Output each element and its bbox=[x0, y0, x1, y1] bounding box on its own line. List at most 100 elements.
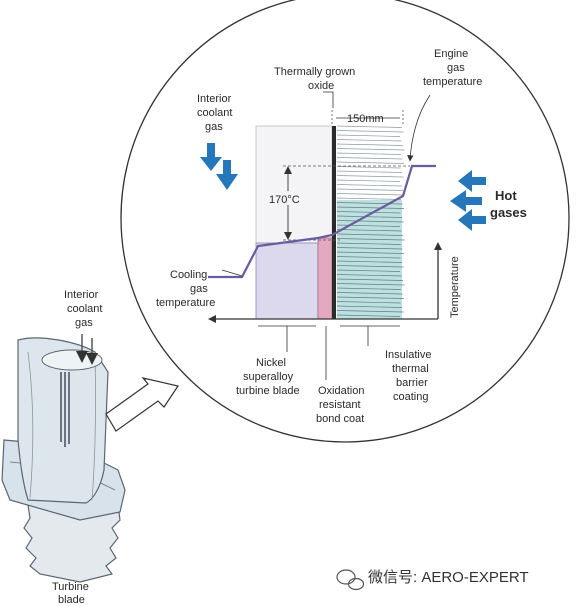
coating-column-line bbox=[336, 161, 405, 164]
thermal-barrier-coating-label: Insulative thermal barrier coating bbox=[385, 349, 431, 403]
svg-text:bond coat: bond coat bbox=[316, 413, 364, 425]
coolant-down-arrows bbox=[200, 143, 238, 190]
coating-column-line bbox=[336, 220, 404, 223]
thermally-grown-oxide-label: Thermally grown oxide bbox=[274, 66, 355, 92]
substrate-upper bbox=[255, 125, 333, 244]
svg-text:superalloy: superalloy bbox=[243, 371, 294, 383]
coating-column-line bbox=[336, 229, 402, 232]
coating-column-line bbox=[336, 301, 401, 304]
coating-column-line bbox=[336, 134, 401, 137]
coating-column-line bbox=[336, 242, 402, 245]
coating-column-line bbox=[336, 260, 403, 263]
temperature-axis-arrow bbox=[434, 242, 442, 250]
coating-column-line bbox=[336, 278, 404, 281]
nickel-superalloy-label: Nickel superalloy turbine blade bbox=[236, 357, 300, 397]
coating-column-line bbox=[336, 292, 403, 295]
coating-column-line bbox=[336, 157, 403, 160]
coating-column-line bbox=[336, 175, 404, 178]
svg-text:gases: gases bbox=[490, 205, 527, 220]
svg-text:gas: gas bbox=[75, 317, 93, 329]
svg-text:coating: coating bbox=[393, 391, 428, 403]
coating-column-line bbox=[336, 130, 404, 133]
svg-text:turbine blade: turbine blade bbox=[236, 385, 300, 397]
coating-column-line bbox=[336, 247, 403, 250]
svg-text:Hot: Hot bbox=[495, 188, 517, 203]
svg-text:gas: gas bbox=[447, 62, 465, 74]
coating-column-line bbox=[336, 251, 405, 254]
coating-column-line bbox=[336, 206, 405, 209]
coating-column-line bbox=[336, 139, 402, 142]
wechat-icon bbox=[336, 569, 365, 591]
coating-column-line bbox=[336, 148, 405, 151]
coating-column-line bbox=[336, 170, 403, 173]
delta-temperature-label: 170°C bbox=[269, 194, 300, 206]
coating-column-line bbox=[336, 233, 404, 236]
svg-text:Oxidation: Oxidation bbox=[318, 385, 364, 397]
coating-column-line bbox=[336, 256, 401, 259]
coating-column-line bbox=[336, 305, 403, 308]
svg-text:gas: gas bbox=[205, 121, 223, 133]
svg-text:temperature: temperature bbox=[156, 297, 215, 309]
turbine-blade-illustration bbox=[1, 334, 126, 583]
engine-gas-temperature-label: Engine gas temperature bbox=[423, 48, 482, 88]
svg-text:微信号: AERO-EXPERT: 微信号: AERO-EXPERT bbox=[368, 569, 529, 586]
coating-column-line bbox=[336, 274, 402, 277]
coating-column-line bbox=[336, 215, 403, 218]
thermally-grown-oxide-layer bbox=[332, 126, 336, 319]
svg-text:coolant: coolant bbox=[197, 107, 232, 119]
svg-text:Cooling: Cooling bbox=[170, 269, 207, 281]
svg-text:thermal: thermal bbox=[392, 363, 429, 375]
coating-column-line bbox=[336, 238, 405, 241]
position-axis-arrow bbox=[208, 315, 216, 323]
zoom-callout-arrow bbox=[105, 377, 179, 432]
svg-text:oxide: oxide bbox=[308, 80, 334, 92]
temperature-profile-line bbox=[208, 164, 436, 279]
bond-coat-label: Oxidation resistant bond coat bbox=[316, 385, 364, 425]
svg-text:Engine: Engine bbox=[434, 48, 468, 60]
thickness-label: 150mm bbox=[347, 113, 384, 125]
magnified-view-circle bbox=[120, 0, 570, 443]
svg-text:gas: gas bbox=[190, 283, 208, 295]
svg-text:resistant: resistant bbox=[319, 399, 361, 411]
coating-column-line bbox=[336, 166, 401, 169]
coating-column-line bbox=[336, 125, 403, 128]
svg-text:Turbine: Turbine bbox=[52, 581, 89, 593]
coating-column-line bbox=[336, 310, 404, 313]
coating-column-line bbox=[336, 296, 405, 299]
coating-column-line bbox=[336, 197, 402, 200]
svg-text:Interior: Interior bbox=[64, 289, 99, 301]
svg-text:Nickel: Nickel bbox=[256, 357, 286, 369]
coating-column-line bbox=[336, 193, 405, 196]
coating-column-line bbox=[336, 265, 404, 268]
svg-text:Insulative: Insulative bbox=[385, 349, 431, 361]
coating-column-line bbox=[336, 179, 401, 182]
cooling-gas-temperature-label: Cooling gas temperature bbox=[156, 269, 215, 309]
thermal-barrier-coating-layer bbox=[336, 125, 405, 319]
wechat-watermark: 微信号: AERO-EXPERT bbox=[336, 569, 529, 591]
hot-gas-arrows bbox=[450, 170, 486, 231]
svg-text:coolant: coolant bbox=[67, 303, 102, 315]
interior-coolant-gas-blade-label: Interior coolant gas bbox=[64, 289, 102, 329]
svg-text:blade: blade bbox=[58, 594, 85, 606]
bond-coat-layer bbox=[317, 237, 333, 320]
svg-text:temperature: temperature bbox=[423, 76, 482, 88]
coating-column-line bbox=[336, 202, 403, 205]
coating-column-line bbox=[336, 269, 401, 272]
svg-text:Interior: Interior bbox=[197, 93, 232, 105]
nickel-superalloy-layer bbox=[255, 242, 319, 320]
coating-column-line bbox=[336, 143, 404, 146]
interior-coolant-gas-label: Interior coolant gas bbox=[197, 93, 232, 133]
hot-gases-label: Hot gases bbox=[490, 188, 527, 220]
coating-column-line bbox=[336, 152, 402, 155]
temperature-axis-label: Temperature bbox=[449, 256, 461, 318]
coating-column-line bbox=[336, 184, 402, 187]
coating-fill bbox=[337, 200, 402, 319]
coating-column-line bbox=[336, 287, 402, 290]
coating-column-line bbox=[336, 211, 401, 214]
coating-column-line bbox=[336, 314, 401, 317]
coating-column-line bbox=[336, 283, 405, 286]
svg-text:barrier: barrier bbox=[396, 377, 428, 389]
svg-text:Thermally grown: Thermally grown bbox=[274, 66, 355, 78]
turbine-blade-label: Turbine blade bbox=[52, 581, 89, 606]
